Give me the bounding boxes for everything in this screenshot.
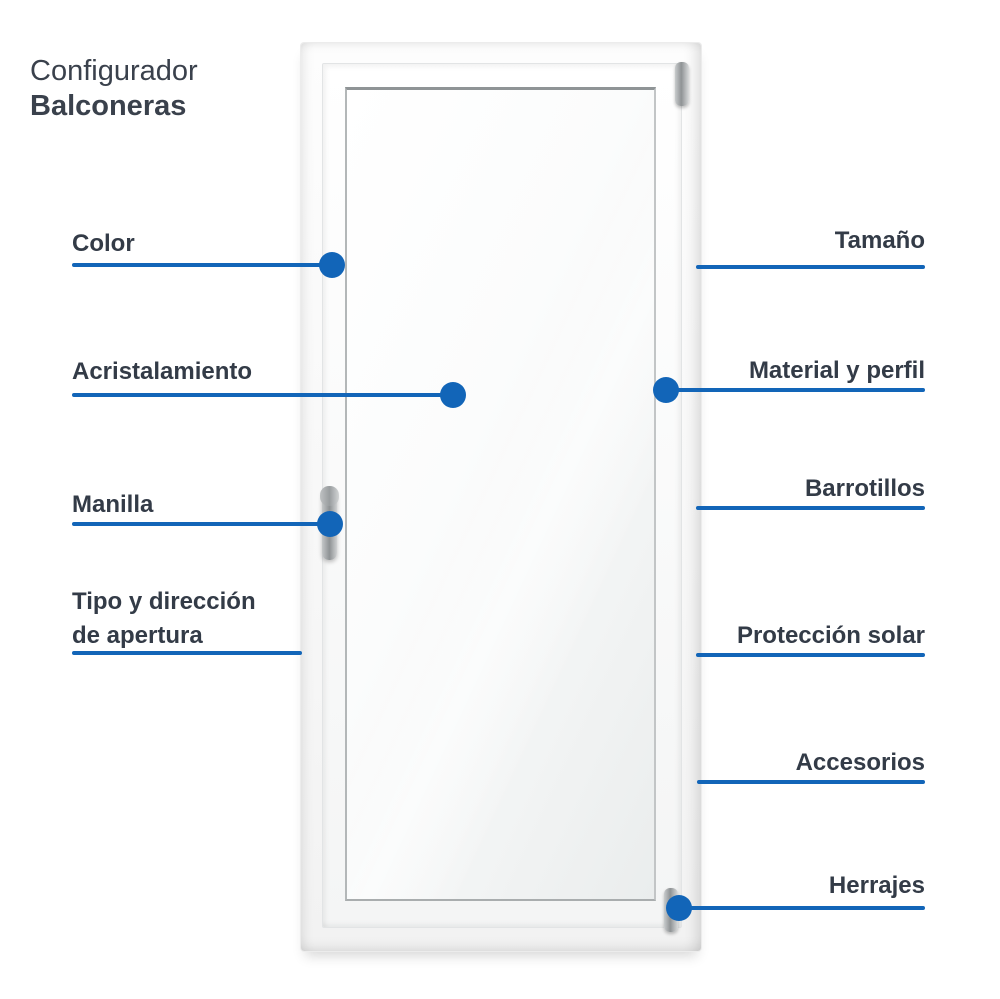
hotspot-dot-material-perfil[interactable] bbox=[653, 377, 679, 403]
label-tamano[interactable]: Tamaño bbox=[834, 227, 925, 254]
label-color[interactable]: Color bbox=[72, 230, 135, 257]
hotspot-dot-manilla[interactable] bbox=[317, 511, 343, 537]
label-proteccion-solar[interactable]: Protección solar bbox=[736, 622, 925, 649]
connector-line-acristalamiento bbox=[72, 393, 453, 397]
connector-line-tamano bbox=[696, 265, 925, 269]
label-accesorios[interactable]: Accesorios bbox=[795, 749, 925, 776]
page-title-line1: Configurador bbox=[30, 55, 198, 87]
door-glass-pane bbox=[345, 87, 656, 901]
hotspot-dot-herrajes[interactable] bbox=[666, 895, 692, 921]
label-barrotillos[interactable]: Barrotillos bbox=[804, 475, 925, 502]
label-material-perfil[interactable]: Material y perfil bbox=[748, 357, 925, 384]
connector-line-material-perfil bbox=[667, 388, 925, 392]
label-herrajes[interactable]: Herrajes bbox=[828, 872, 925, 899]
door-sash-frame bbox=[322, 63, 682, 928]
label-manilla[interactable]: Manilla bbox=[72, 491, 154, 518]
page-title-line2: Balconeras bbox=[30, 90, 187, 122]
connector-line-proteccion-solar bbox=[696, 653, 925, 657]
door-hinge-top bbox=[675, 62, 689, 106]
page-title: Configurador Balconeras bbox=[30, 54, 198, 124]
label-tipo-apertura[interactable]: Tipo y dirección de apertura bbox=[72, 585, 256, 653]
connector-line-barrotillos bbox=[696, 506, 925, 510]
connector-line-herrajes bbox=[678, 906, 925, 910]
door-outer-frame bbox=[300, 42, 702, 952]
connector-line-tipo-apertura bbox=[72, 651, 302, 655]
connector-line-manilla bbox=[72, 522, 330, 526]
label-tipo-apertura-line2: de apertura bbox=[72, 622, 203, 649]
label-acristalamiento[interactable]: Acristalamiento bbox=[72, 358, 253, 385]
label-tipo-apertura-line1: Tipo y dirección bbox=[72, 588, 256, 615]
connector-line-accesorios bbox=[697, 780, 925, 784]
hotspot-dot-color[interactable] bbox=[319, 252, 345, 278]
connector-line-color bbox=[72, 263, 330, 267]
hotspot-dot-acristalamiento[interactable] bbox=[440, 382, 466, 408]
